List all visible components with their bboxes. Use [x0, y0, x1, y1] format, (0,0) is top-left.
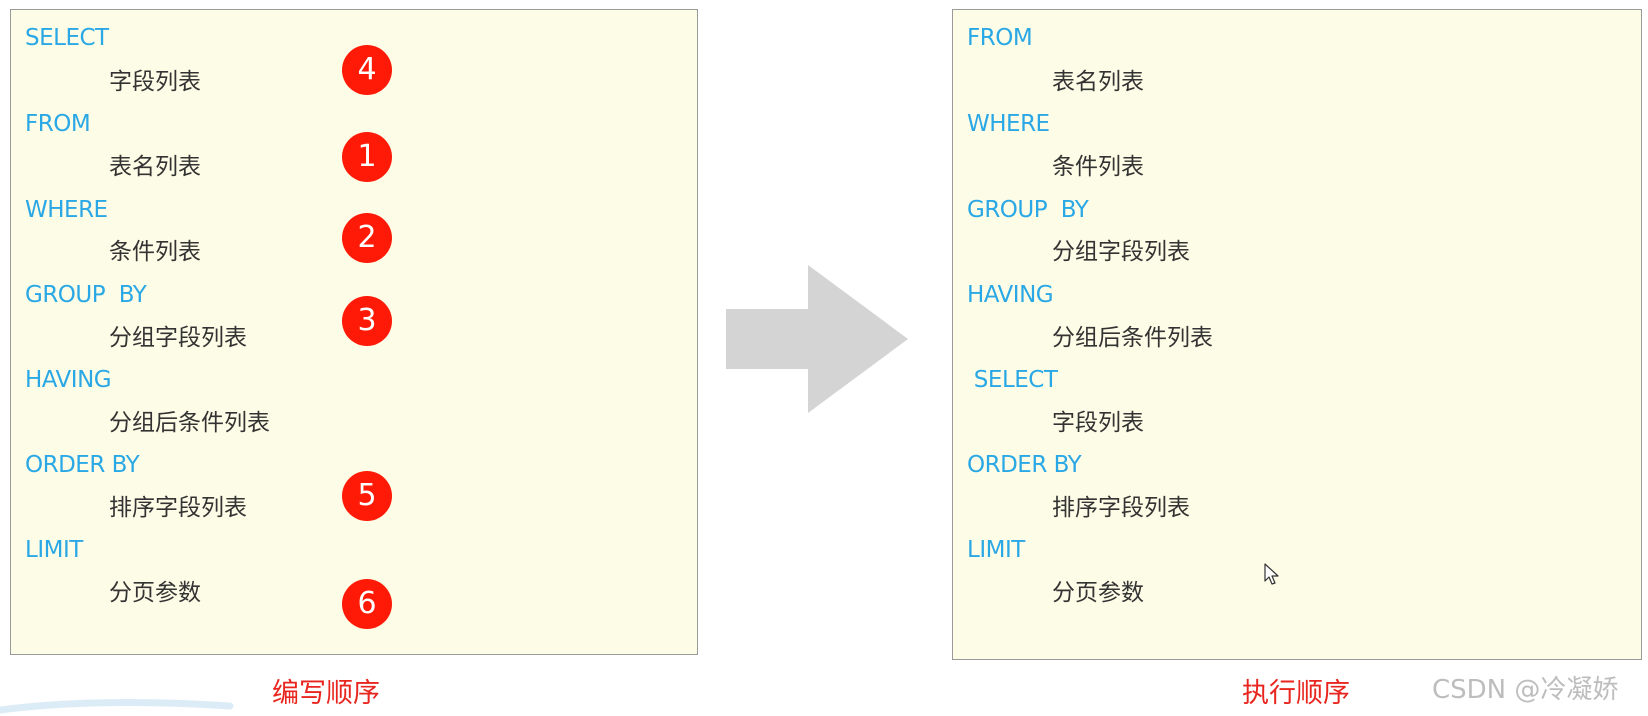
right-keyword-limit: LIMIT: [967, 537, 1025, 563]
right-value-where: 条件列表: [1052, 154, 1144, 180]
order-badge-group-by: 3: [342, 296, 392, 346]
right-value-select: 字段列表: [1052, 410, 1144, 436]
execution-order-panel: FROM 表名列表 WHERE 条件列表 GROUP BY 分组字段列表 HAV…: [952, 9, 1642, 660]
right-keyword-select: SELECT: [967, 367, 1058, 393]
left-value-group-by: 分组字段列表: [109, 325, 247, 351]
left-keyword-order-by: ORDER BY: [25, 452, 140, 478]
mouse-pointer-icon: [1264, 563, 1279, 585]
right-keyword-where: WHERE: [967, 111, 1050, 137]
order-badge-limit: 6: [342, 579, 392, 629]
right-arrow-icon: [726, 265, 908, 413]
right-value-from: 表名列表: [1052, 69, 1144, 95]
order-badge-select: 4: [342, 45, 392, 95]
left-value-from: 表名列表: [109, 154, 201, 180]
order-badge-order-by: 5: [342, 471, 392, 521]
left-keyword-select: SELECT: [25, 25, 109, 51]
left-value-where: 条件列表: [109, 239, 201, 265]
left-keyword-from: FROM: [25, 111, 91, 137]
right-keyword-group-by: GROUP BY: [967, 197, 1089, 223]
left-value-order-by: 排序字段列表: [109, 495, 247, 521]
writing-order-caption: 编写顺序: [272, 678, 380, 709]
csdn-watermark: CSDN @冷凝娇: [1432, 675, 1619, 705]
right-keyword-from: FROM: [967, 25, 1033, 51]
decorative-brush-stroke: [0, 699, 234, 714]
order-badge-where: 2: [342, 213, 392, 263]
execution-order-caption: 执行顺序: [1242, 678, 1350, 709]
right-keyword-having: HAVING: [967, 282, 1054, 308]
writing-order-panel: SELECT 字段列表 4 FROM 表名列表 1 WHERE 条件列表 2 G…: [10, 9, 698, 655]
right-value-having: 分组后条件列表: [1052, 325, 1213, 351]
left-value-limit: 分页参数: [109, 580, 201, 606]
right-keyword-order-by: ORDER BY: [967, 452, 1082, 478]
right-value-group-by: 分组字段列表: [1052, 239, 1190, 265]
left-keyword-where: WHERE: [25, 197, 108, 223]
left-keyword-group-by: GROUP BY: [25, 282, 147, 308]
right-value-limit: 分页参数: [1052, 580, 1144, 606]
left-keyword-having: HAVING: [25, 367, 112, 393]
left-keyword-limit: LIMIT: [25, 537, 83, 563]
right-value-order-by: 排序字段列表: [1052, 495, 1190, 521]
order-badge-from: 1: [342, 132, 392, 182]
left-value-select: 字段列表: [109, 69, 201, 95]
left-value-having: 分组后条件列表: [109, 410, 270, 436]
